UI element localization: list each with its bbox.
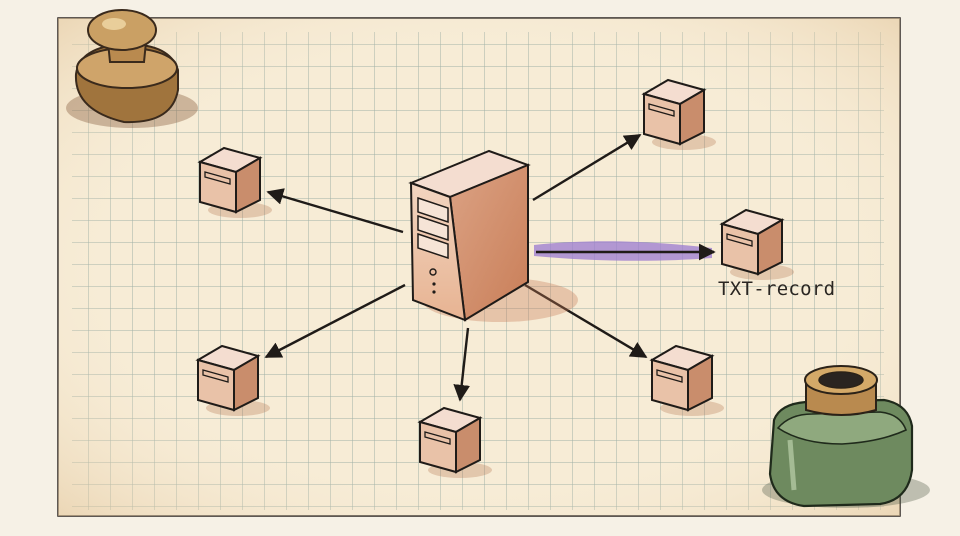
edges <box>264 133 648 402</box>
edge-to-node-top-right <box>532 133 642 202</box>
edge-to-node-bottom-center <box>453 327 471 402</box>
edge-to-node-bottom-right <box>524 283 648 359</box>
node-box-icon <box>649 344 724 416</box>
node-box-icon <box>197 146 272 218</box>
node-box-icon <box>641 78 716 150</box>
node-box-icon <box>417 406 492 478</box>
node-box-icon <box>195 344 270 416</box>
txt-record-label: TXT-record <box>718 278 836 300</box>
stamp-icon <box>66 9 198 128</box>
edge-to-node-bottom-left <box>264 283 406 359</box>
highlighted-edge-txt <box>534 241 716 261</box>
ink-bottle-icon <box>762 365 930 508</box>
server-icon <box>408 149 578 322</box>
edge-to-node-top-left <box>266 188 404 234</box>
node-box-icon <box>719 208 794 280</box>
